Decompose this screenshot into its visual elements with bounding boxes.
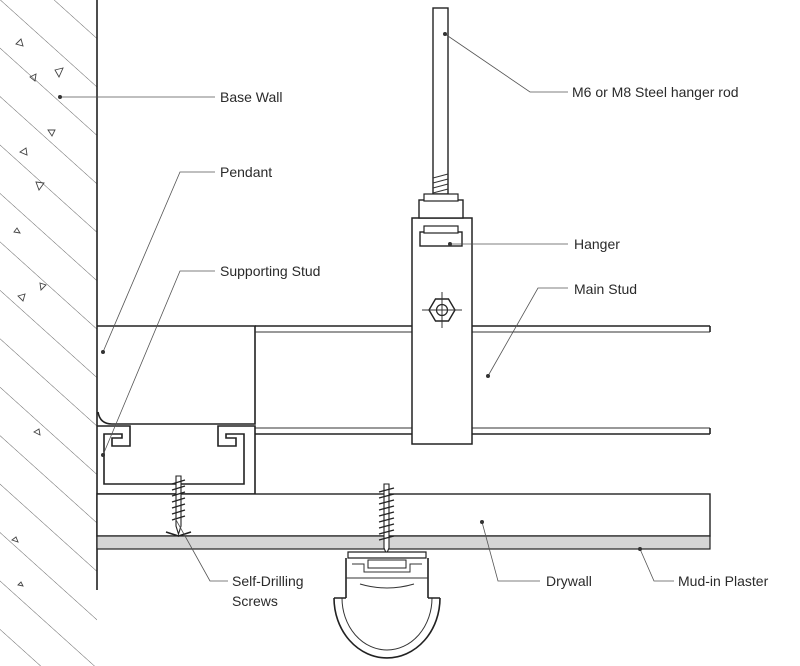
fixture-screw xyxy=(378,483,395,556)
leader-lines xyxy=(60,33,674,582)
label-screws-line2: Screws xyxy=(232,593,278,609)
hex-bolt-icon xyxy=(422,292,462,328)
label-base-wall: Base Wall xyxy=(220,89,283,105)
self-drilling-screw-left xyxy=(165,475,192,537)
mud-in-plaster-layer xyxy=(96,535,711,550)
label-drywall: Drywall xyxy=(546,573,592,589)
label-screws-line1: Self-Drilling xyxy=(232,573,304,589)
drywall-board xyxy=(96,493,711,537)
hanger-bracket xyxy=(411,193,473,445)
supporting-stud xyxy=(97,425,256,495)
label-supporting-stud: Supporting Stud xyxy=(220,263,320,279)
label-mud-in-plaster: Mud-in Plaster xyxy=(678,573,769,589)
led-profile-fixture xyxy=(333,551,441,659)
base-wall xyxy=(0,0,98,666)
label-main-stud: Main Stud xyxy=(574,281,637,297)
concrete-aggregate-marks xyxy=(11,38,64,587)
pendant xyxy=(97,325,256,425)
main-stud xyxy=(255,325,711,435)
leader-dots xyxy=(58,32,642,551)
label-pendant: Pendant xyxy=(220,164,272,180)
label-hanger-rod: M6 or M8 Steel hanger rod xyxy=(572,84,739,100)
label-hanger: Hanger xyxy=(574,236,620,252)
